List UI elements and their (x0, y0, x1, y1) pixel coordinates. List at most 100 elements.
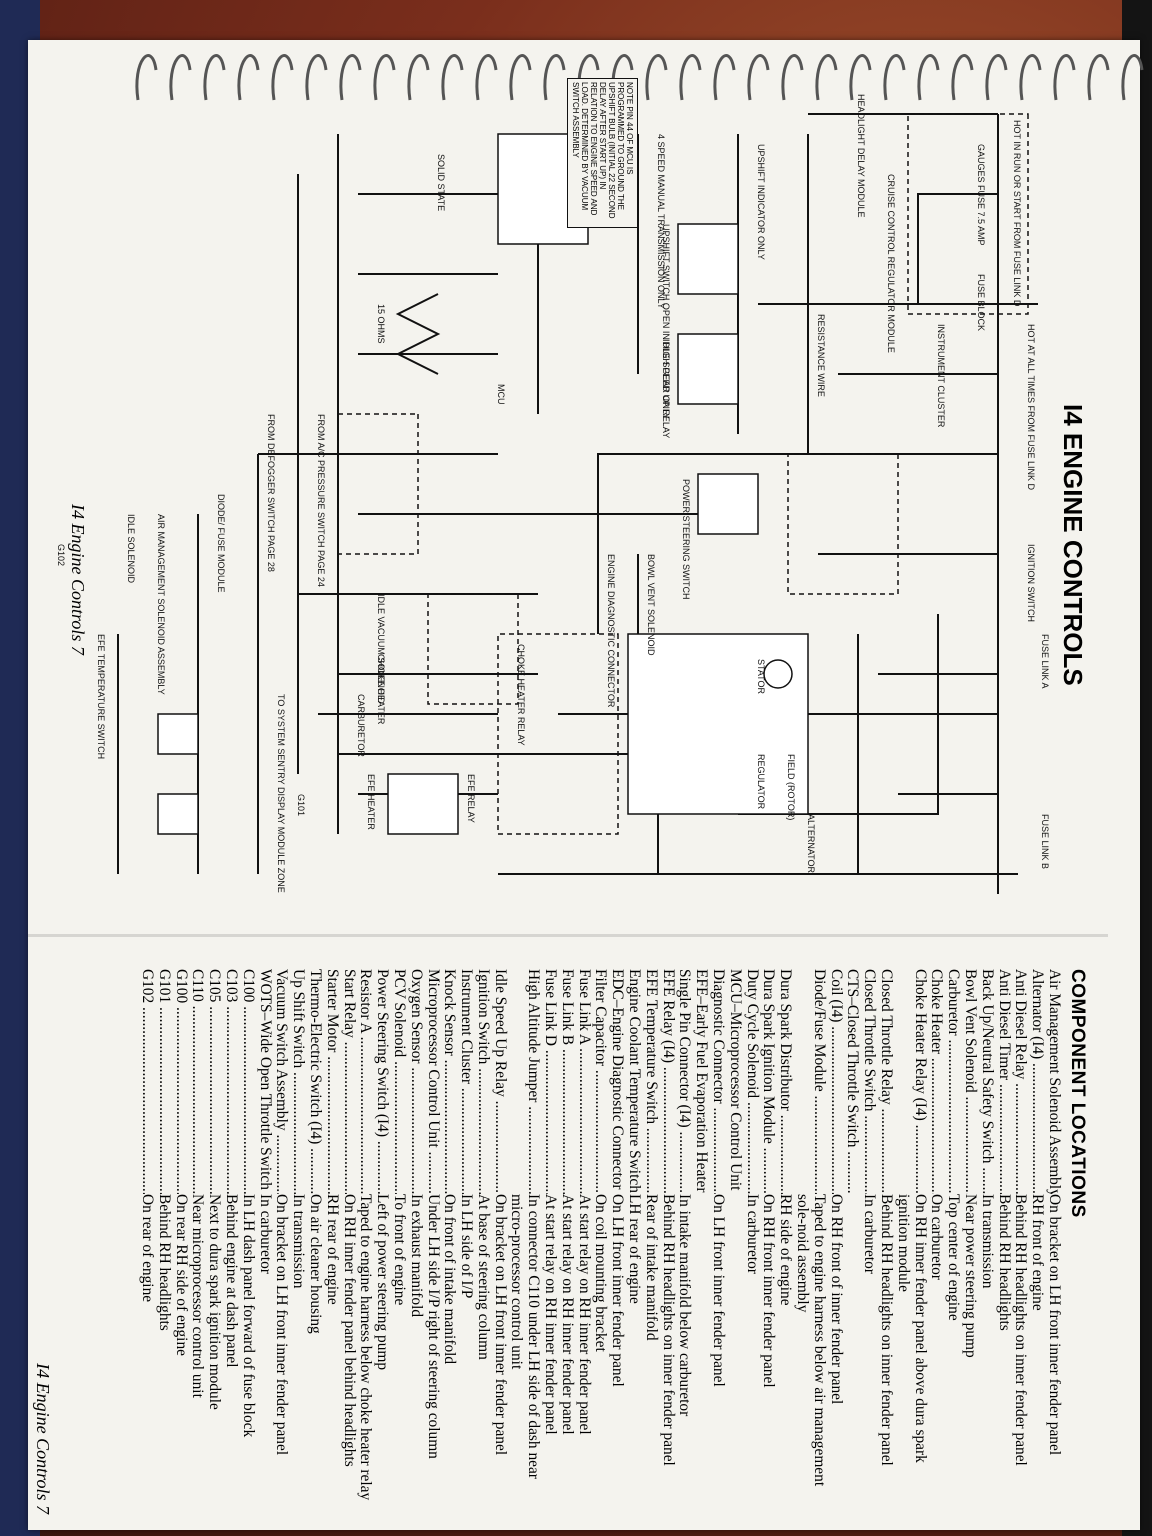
defogger-label: FROM DEFOGGER SWITCH PAGE 28 (266, 414, 276, 572)
component-locations: COMPONENT LOCATIONS Air Management Solen… (48, 969, 1088, 1509)
component-name: EDC–Engine Diagnostic Connector (608, 969, 625, 1194)
component-location: On air cleaner housing (306, 1194, 324, 1334)
component-location: On bracket on LH front inner fender pane… (1046, 1194, 1063, 1456)
binding-ring (169, 54, 192, 101)
component-row: EDC–Engine Diagnostic ConnectorOn LH fro… (608, 969, 627, 1509)
component-location: Behind RH headlights on inner fender pan… (878, 1194, 896, 1466)
component-location: In transmission (290, 1194, 308, 1289)
component-name: Up Shift Switch (289, 969, 306, 1194)
sentry-label: TO SYSTEM SENTRY DISPLAY MODULE ZONE D7 (276, 694, 286, 894)
component-name: Duty Cycle Solenoid (743, 969, 760, 1194)
component-row: Fuse Link DAt start relay on RH inner fe… (541, 969, 560, 1509)
component-location: On LH front inner fender panel (710, 1194, 728, 1387)
component-name: Single Pin Connector (I4) (676, 969, 692, 1194)
component-name: C103 (222, 969, 239, 1194)
carburetor-label: CARBURETOR (356, 694, 366, 757)
component-location: On RH inner fender panel above dura spar… (894, 1194, 929, 1463)
component-location: In connector C110 under LH side of dash … (508, 1194, 543, 1479)
component-row: G101Behind RH headlights (155, 969, 173, 1509)
binding-ring (679, 54, 702, 101)
component-location: Behind RH headlights (995, 1194, 1013, 1331)
component-row: Bowl Vent SolenoidNear power steering pu… (961, 969, 980, 1509)
component-location: On RH front of inner fender panel (827, 1194, 845, 1405)
component-location (726, 1194, 743, 1509)
engine-diag-label: ENGINE DIAGNOSTIC CONNECTOR (606, 554, 616, 708)
footer-left: I4 Engine Controls 7 (68, 504, 88, 655)
component-name: C105 (205, 969, 222, 1194)
power-steering-label: POWER STEERING SWITCH (681, 479, 691, 600)
binding-ring (135, 54, 158, 101)
component-row: WOTS–Wide Open Throttle SwitchIn carbure… (256, 969, 274, 1509)
component-location: To front of engine (390, 1194, 408, 1306)
component-name: Back Up/Neutral Safety Switch (978, 969, 995, 1194)
component-row: Ignition SwitchAt base of steering colum… (474, 969, 492, 1509)
binding-ring (985, 54, 1008, 101)
component-row: Instrument ClusterIn LH side of I/P (457, 969, 475, 1509)
footer-right: I4 Engine Controls 7 (33, 1363, 53, 1514)
hot-run-label: HOT IN RUN OR START FROM FUSE LINK D (1012, 120, 1022, 307)
component-name: Air Management Solenoid Assembly (1045, 969, 1062, 1194)
instrument-cluster-label: INSTRUMENT CLUSTER (936, 324, 946, 428)
component-row: Start RelayOn RH inner fender panel behi… (340, 969, 358, 1509)
component-name: Vacuum Switch Assembly (273, 969, 289, 1194)
component-name: PCV Solenoid (390, 969, 407, 1194)
binding-ring (475, 54, 498, 101)
solid-state-label: SOLID STATE (436, 154, 446, 211)
component-location: On LH front inner fender panel (609, 1194, 627, 1387)
component-row: C103Behind engine at dash panel (222, 969, 240, 1509)
component-location: At start relay on RH inner fender panel (575, 1194, 593, 1435)
component-location: Near power steering pump (962, 1194, 980, 1358)
binding-ring (441, 54, 464, 101)
binding-ring (781, 54, 804, 101)
choke-heater-label: CHOKE HEATER (376, 654, 386, 725)
regulator-label: REGULATOR (756, 754, 766, 810)
component-location: At start relay on RH inner fender panel (542, 1194, 560, 1435)
component-location: In carburetor (743, 1194, 761, 1274)
component-location: Under LH side I/P right of steering colu… (424, 1194, 442, 1459)
upshift-label: UPSHIFT INDICATOR ONLY (756, 144, 766, 260)
component-location: On RH inner fender panel behind headligh… (340, 1194, 358, 1467)
component-row: Anti Diesel TimerBehind RH headlights (995, 969, 1013, 1509)
component-location: In intake manifold below carburetor (676, 1194, 694, 1417)
component-name: EFE Relay (I4) (659, 969, 676, 1194)
fuse-link-a-label: FUSE LINK A (1040, 634, 1050, 689)
component-row: Closed Throttle SwitchIn carburetor (860, 969, 878, 1509)
component-row: Up Shift SwitchIn transmission (289, 969, 308, 1509)
efe-temp-label: EFE TEMPERATURE SWITCH (96, 634, 106, 759)
manual-page: I4 ENGINE CONTROLS (28, 40, 1144, 1530)
fuse-link-b-label: FUSE LINK B (1040, 814, 1050, 869)
component-location: On bracket on LH front inner fender pane… (273, 1194, 291, 1456)
component-row: Fuse Link BAt start relay on RH inner fe… (558, 969, 576, 1509)
binding-ring (883, 54, 906, 101)
component-name: CTS–Closed Throttle Switch (844, 969, 860, 1194)
component-name: Anti Diesel Timer (995, 969, 1012, 1194)
component-location: Left of power steering pump (374, 1194, 392, 1371)
binding-ring (1121, 54, 1144, 101)
component-name: Closed Throttle Switch (860, 969, 877, 1194)
component-location: At base of steering column (474, 1194, 492, 1360)
component-row: C110Near microprocessor control unit (189, 969, 206, 1509)
binding-ring (543, 54, 566, 101)
efe-heater-label: EFE HEATER (366, 774, 376, 830)
binding-ring (1087, 54, 1110, 101)
component-row: Dura Spark Ignition ModuleOn RH front in… (760, 969, 777, 1509)
component-name: Fuse Link A (575, 969, 592, 1194)
component-row: Resistor ATaped to engine harness below … (357, 969, 374, 1509)
component-location: LH rear of engine (626, 1194, 644, 1304)
manual-trans-label: 4 SPEED MANUAL TRANSMISSION ONLY (656, 134, 666, 309)
diagram-title: I4 ENGINE CONTROLS (1058, 404, 1088, 686)
note-text: NOTE PIN 44 OF MCU IS PROGRAMMED TO GROU… (567, 78, 638, 228)
component-name: G101 (155, 969, 172, 1194)
component-row: Closed Throttle RelayBehind RH headlight… (877, 969, 896, 1509)
component-row: Power Steering Switch (I4)Left of power … (373, 969, 392, 1509)
component-name: EFE Temperature Switch (642, 969, 659, 1194)
component-location: On bracket on LH front inner fender pane… (491, 1194, 509, 1456)
component-row: EFE–Early Fuel Evaporation Heater (692, 969, 709, 1509)
component-row: Engine Coolant Temperature Switch (I4)LH… (625, 969, 644, 1509)
air-mgmt-label: AIR MANAGEMENT SOLENOID ASSEMBLY (156, 514, 166, 695)
component-location: On RH front inner fender panel (760, 1194, 778, 1388)
wiring-schematic: I4 ENGINE CONTROLS (48, 74, 1088, 894)
component-location: Next to dura spark ignition module (206, 1194, 224, 1410)
component-name: EFE–Early Fuel Evaporation Heater (692, 969, 709, 1194)
component-row: EFE Relay (I4)Behind RH headlights on in… (659, 969, 677, 1509)
